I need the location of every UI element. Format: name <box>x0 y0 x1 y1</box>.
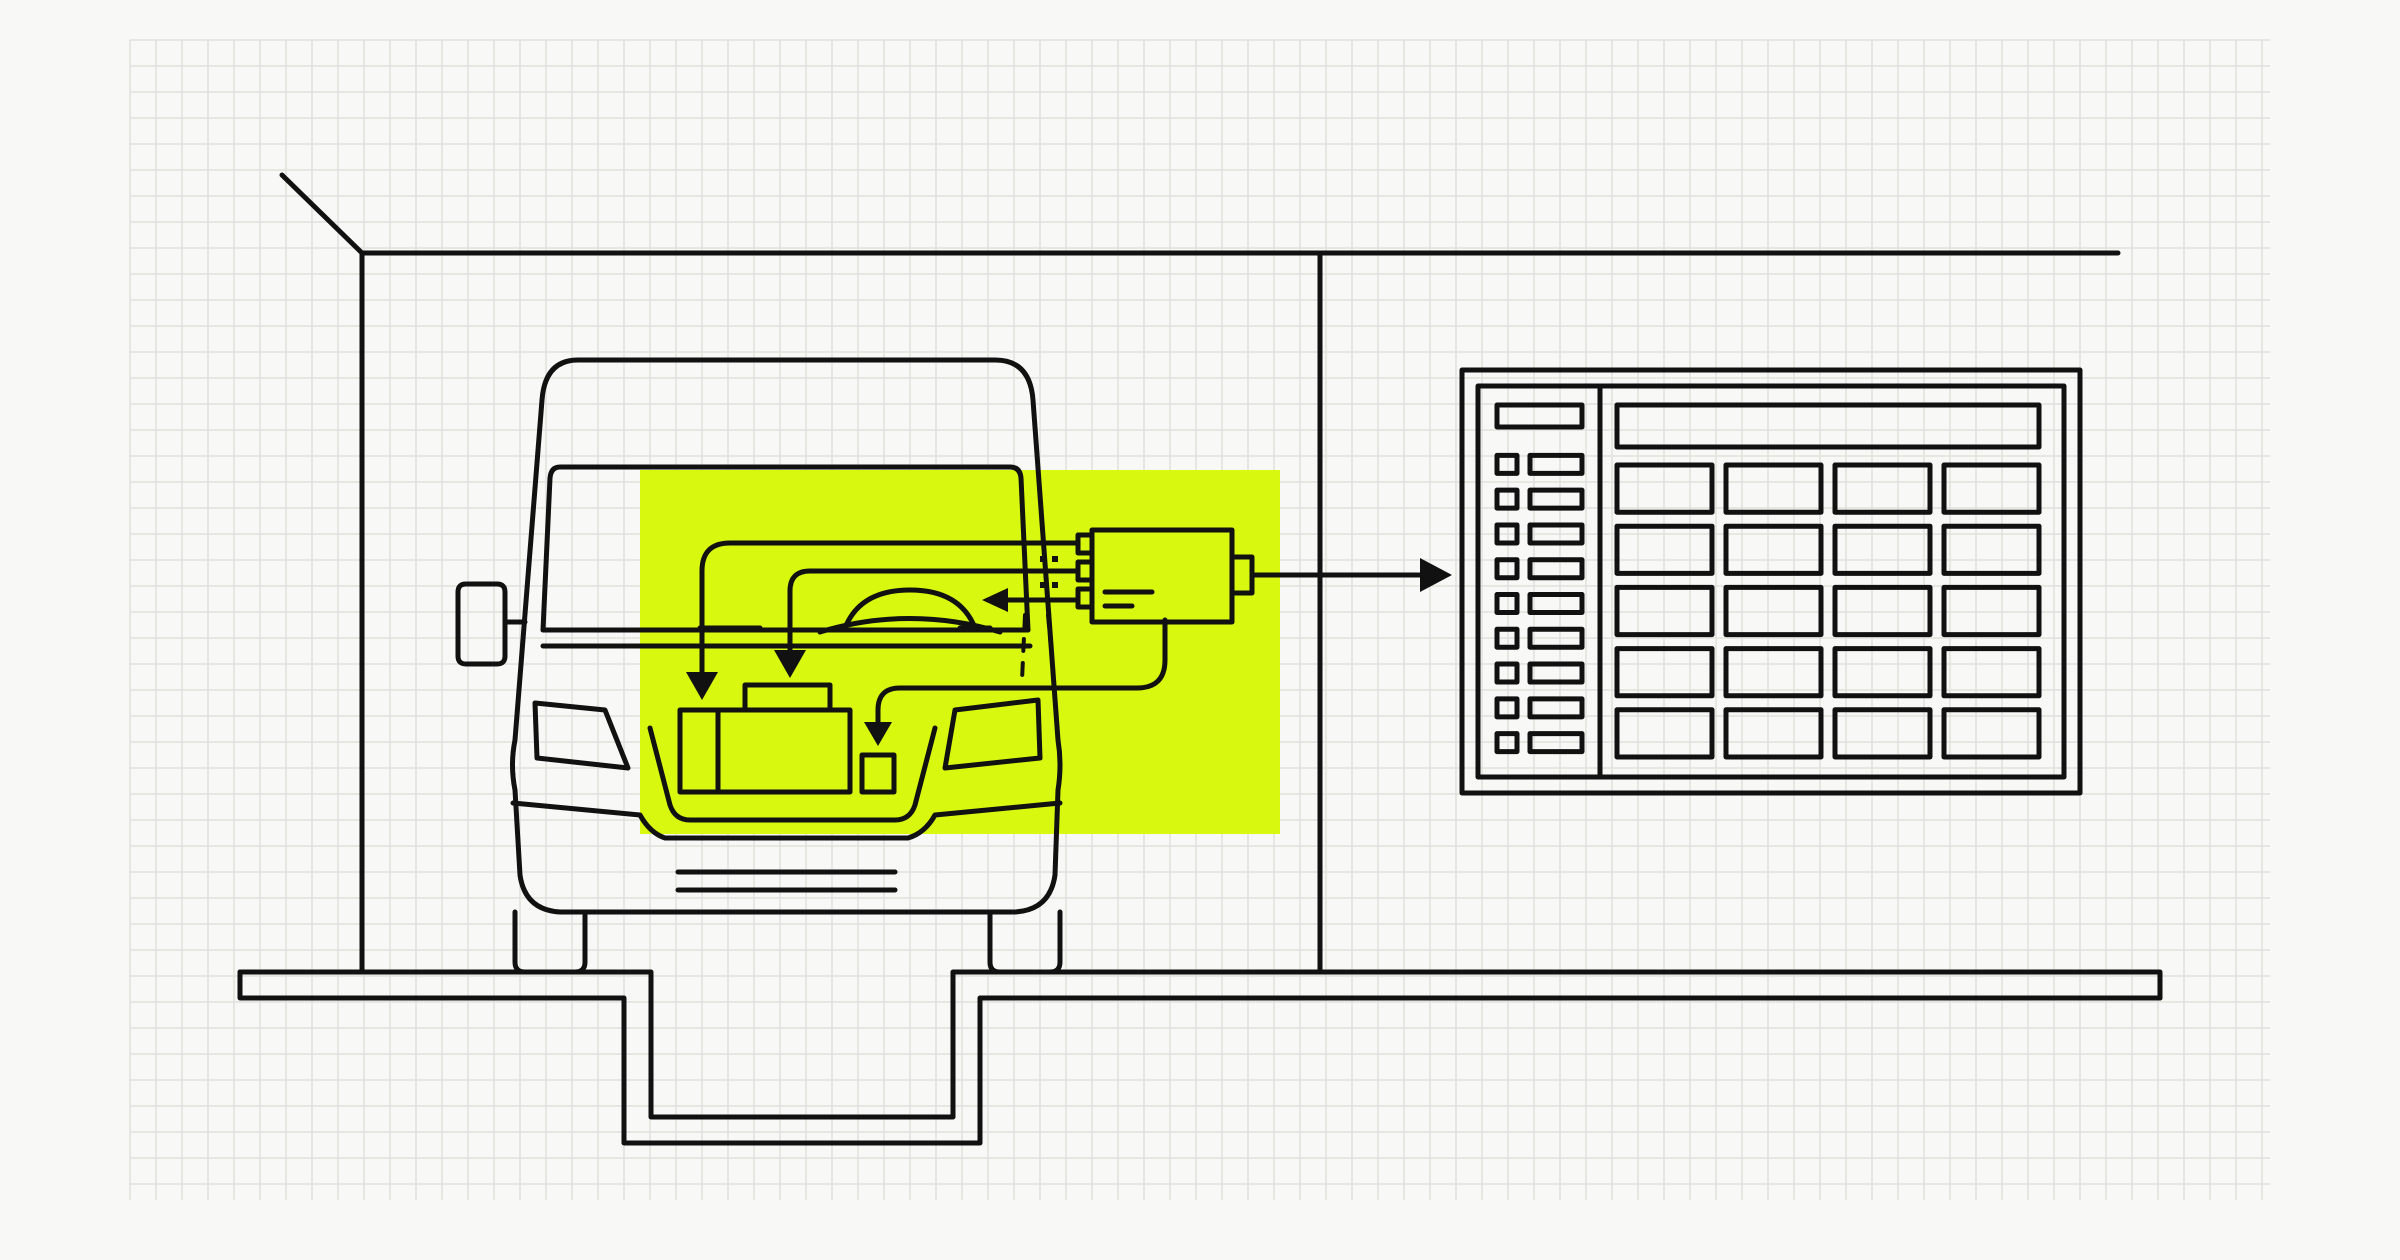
floor-bottom-line <box>237 969 2163 1146</box>
table-cell <box>1723 584 1824 638</box>
arrow-right-icon <box>1252 558 1452 592</box>
table-cell <box>1614 523 1715 576</box>
dot <box>1052 556 1058 562</box>
right-headlight <box>942 697 1043 771</box>
dashed-lines <box>1020 613 1056 682</box>
table-cell <box>1723 462 1824 515</box>
sidebar-row-label <box>1527 661 1585 685</box>
engine-cover <box>742 682 833 713</box>
sidebar-row-label <box>1527 522 1585 546</box>
sidebar-row-label <box>1527 731 1585 755</box>
panel-inner-frame <box>1475 383 2067 780</box>
side-mirror <box>455 581 508 667</box>
table-cell <box>1832 646 1933 699</box>
background-grid <box>129 39 2270 1200</box>
table-cell <box>1832 523 1933 576</box>
connector-pin-1 <box>1075 532 1095 556</box>
sidebar-row-checkbox <box>1494 626 1520 650</box>
table-cell <box>1723 646 1824 699</box>
table-cell <box>1941 584 2042 638</box>
wire-arrowheads <box>686 588 1008 746</box>
floor-top-line <box>237 969 2163 1120</box>
table-cell <box>1832 707 1933 760</box>
floor-with-inspection-pit <box>237 969 2163 1146</box>
table-cell <box>1614 584 1715 638</box>
wiring-harness <box>699 540 1168 733</box>
dashed-vertical-1 <box>1020 613 1027 682</box>
table-header-bar <box>1614 402 2042 450</box>
grille-outline <box>647 725 938 823</box>
arrowhead-sensor <box>864 722 892 746</box>
sidebar-row-checkbox <box>1494 487 1520 511</box>
sidebar-row-label <box>1527 626 1585 650</box>
table-cell <box>1723 523 1824 576</box>
sidebar-row-label <box>1527 696 1585 720</box>
sidebar-row-label <box>1527 557 1585 581</box>
sidebar-row-label <box>1527 452 1585 476</box>
table-cell <box>1614 707 1715 760</box>
left-headlight <box>532 700 631 771</box>
table-cell <box>1941 523 2042 576</box>
bumper-line <box>510 800 1063 841</box>
table-cell <box>1723 707 1824 760</box>
arrowhead-engine-left <box>686 672 718 700</box>
right-wheel <box>987 909 1063 975</box>
sidebar-row-checkbox <box>1494 452 1520 476</box>
van-front-icon <box>455 357 1063 975</box>
sidebar-row-checkbox <box>1494 696 1520 720</box>
dashed-vertical-2 <box>1046 613 1056 682</box>
van-body <box>510 357 1063 915</box>
table-cell <box>1832 462 1933 515</box>
dot <box>1040 582 1046 588</box>
wire-to-engine-left <box>699 540 1081 683</box>
ceiling-beam <box>279 172 2121 256</box>
table-cell <box>1614 462 1715 515</box>
table-cell <box>1941 462 2042 515</box>
table-cell <box>1832 584 1933 638</box>
sidebar-row-label <box>1527 487 1585 511</box>
dot <box>1052 582 1058 588</box>
arrow-head <box>1420 558 1452 592</box>
wire-to-sensor <box>875 617 1168 733</box>
left-wheel <box>512 909 588 975</box>
garage-structure <box>279 172 2121 975</box>
arrowhead-engine-mid <box>774 650 806 678</box>
table-cells <box>1614 462 2042 760</box>
diagnostic-connector-icon <box>1075 527 1255 625</box>
panel-outer-frame <box>1459 367 2083 796</box>
sidebar-row-checkbox <box>1494 661 1520 685</box>
sensor-module <box>859 752 897 795</box>
dot <box>1040 556 1046 562</box>
sidebar-row-checkbox <box>1494 731 1520 755</box>
sidebar-row-label <box>1527 592 1585 615</box>
table-cell <box>1614 646 1715 699</box>
steering-wheel-arc <box>842 587 978 631</box>
engine-block-icon <box>677 682 897 795</box>
sidebar-row-checkbox <box>1494 592 1520 615</box>
table-cell <box>1941 646 2042 699</box>
sidebar-row-checkbox <box>1494 557 1520 581</box>
arrowhead-dashboard <box>982 588 1008 612</box>
sidebar-header-bar <box>1494 402 1585 430</box>
connector-dots <box>1040 556 1058 588</box>
sidebar-row-checkbox <box>1494 522 1520 546</box>
wire-to-engine-mid <box>787 568 1081 663</box>
connector-pin-2 <box>1075 559 1095 583</box>
table-cell <box>1941 707 2042 760</box>
highlight-region <box>640 470 1280 834</box>
sidebar-rows <box>1494 452 1585 755</box>
connector-pin-3 <box>1075 586 1095 610</box>
data-table-icon <box>1459 367 2083 796</box>
